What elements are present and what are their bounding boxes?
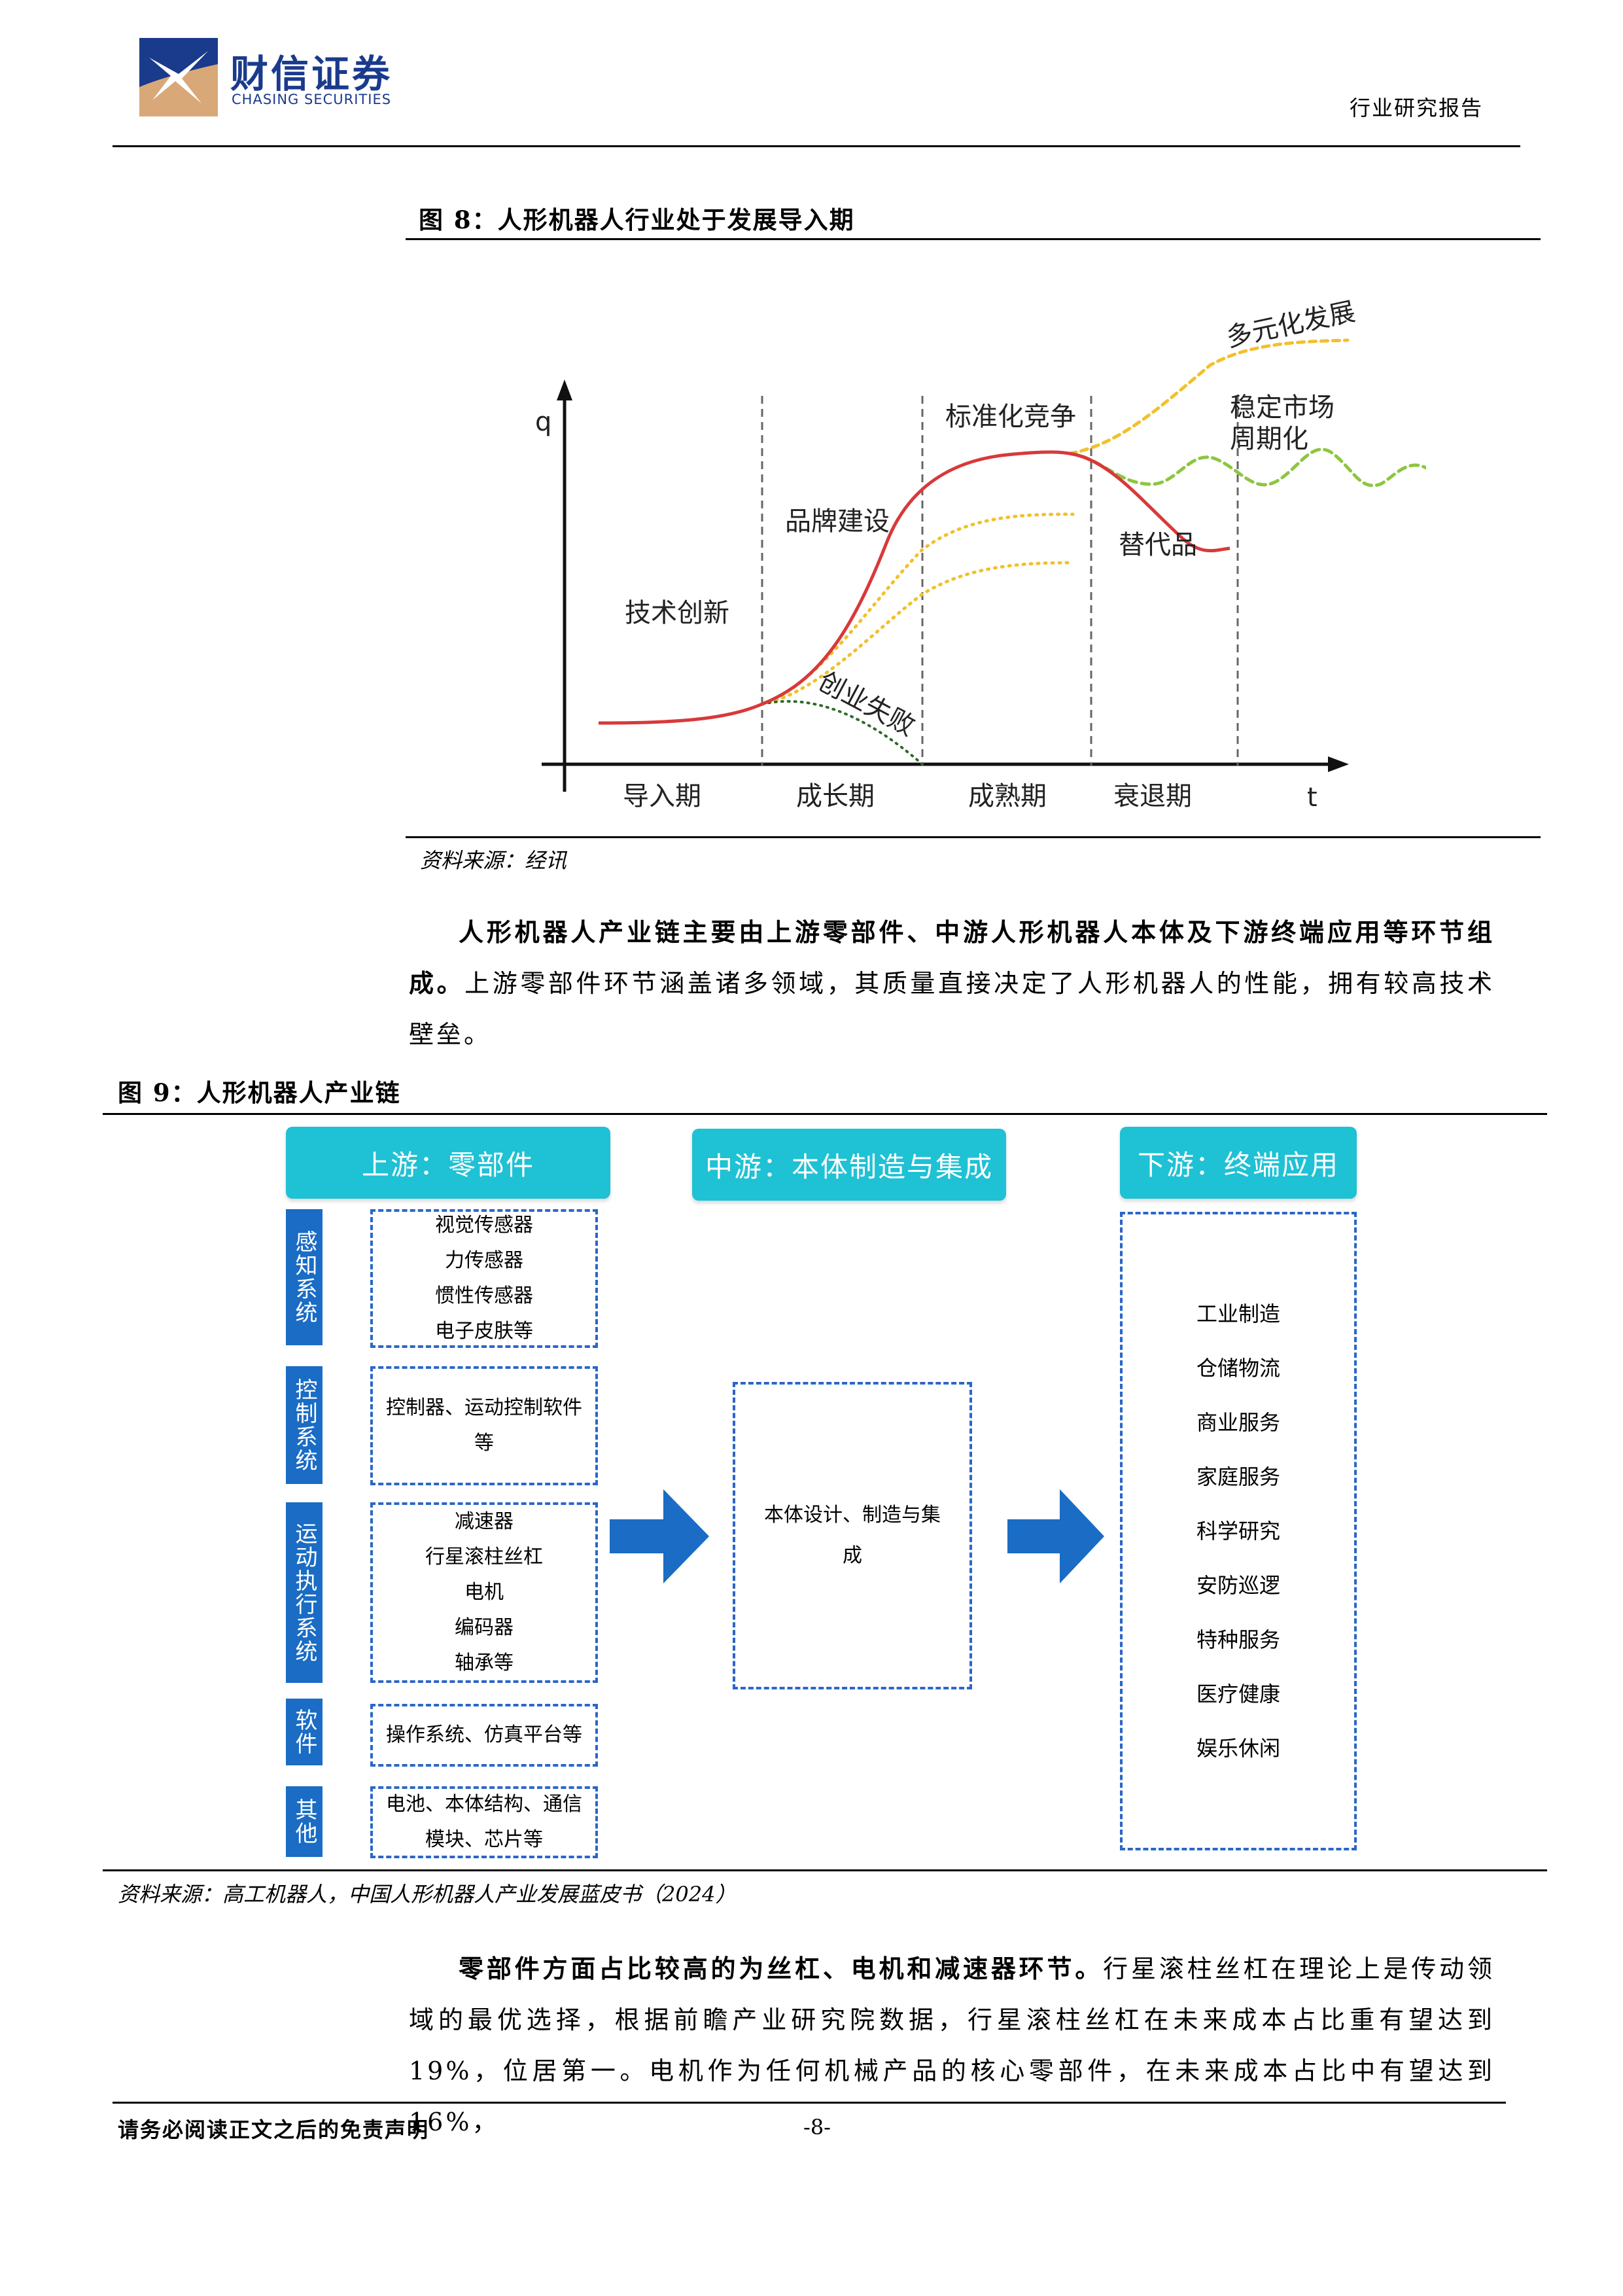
label-startup-failure: 创业失败 bbox=[813, 666, 920, 742]
item-controller-etc: 等 bbox=[474, 1432, 494, 1455]
midstream-content: 本体设计、制造与集 成 bbox=[733, 1382, 972, 1689]
x-axis-arrow bbox=[1328, 756, 1349, 772]
midstream-text-line1: 本体设计、制造与集 bbox=[764, 1504, 941, 1527]
logo-text-en: CHASING SECURITIES bbox=[232, 92, 392, 107]
y-axis-label: q bbox=[535, 407, 551, 437]
figure9-bottom-rule bbox=[103, 1869, 1547, 1871]
x-axis-label: t bbox=[1307, 783, 1318, 813]
company-logo bbox=[139, 38, 218, 116]
lifecycle-main-curve bbox=[598, 450, 1230, 725]
growth-branch-lower bbox=[760, 561, 1075, 706]
item-inertial-sensor: 惯性传感器 bbox=[435, 1284, 533, 1307]
diversification-curve bbox=[1068, 338, 1350, 455]
figure8-source: 资料来源：经讯 bbox=[420, 848, 567, 873]
app-entertainment: 娱乐休闲 bbox=[1196, 1735, 1280, 1761]
paragraph-2-body: 行星滚柱丝杠在理论上是传动领域的最优选择，根据前瞻产业研究院数据，行星滚柱丝杠在… bbox=[409, 1954, 1495, 2136]
paragraph-1: 人形机器人产业链主要由上游零部件、中游人形机器人本体及下游终端应用等环节组成。上… bbox=[409, 907, 1495, 1060]
label-cyclical: 周期化 bbox=[1230, 424, 1308, 454]
app-special-services: 特种服务 bbox=[1196, 1627, 1280, 1652]
app-security-patrol: 安防巡逻 bbox=[1196, 1572, 1280, 1598]
item-reducer: 减速器 bbox=[455, 1510, 514, 1533]
downstream-applications: 工业制造 仓储物流 商业服务 家庭服务 科学研究 安防巡逻 特种服务 医疗健康 … bbox=[1120, 1212, 1357, 1850]
paragraph-2: 零部件方面占比较高的为丝杠、电机和减速器环节。行星滚柱丝杠在理论上是传动领域的最… bbox=[409, 1943, 1495, 2147]
phase-label-intro: 导入期 bbox=[623, 781, 701, 811]
label-standardization: 标准化竞争 bbox=[945, 402, 1076, 432]
phase-label-growth: 成长期 bbox=[796, 781, 875, 811]
category-control: 控制系统 bbox=[286, 1366, 323, 1484]
item-os-simulation: 操作系统、仿真平台等 bbox=[386, 1723, 582, 1746]
category-software: 软件 bbox=[286, 1699, 323, 1765]
item-force-sensor: 力传感器 bbox=[445, 1249, 523, 1272]
item-module-chip: 模块、芯片等 bbox=[425, 1828, 543, 1851]
label-stable-market: 稳定市场 bbox=[1230, 393, 1335, 423]
category-motion-execution: 运动执行系统 bbox=[286, 1502, 323, 1683]
item-bearing: 轴承等 bbox=[455, 1651, 514, 1674]
figure8-title: 图 8：人形机器人行业处于发展导入期 bbox=[419, 205, 855, 234]
category-other-label: 其他 bbox=[291, 1798, 317, 1845]
paragraph-2-lead: 零部件方面占比较高的为丝杠、电机和减速器环节。 bbox=[459, 1954, 1104, 1983]
figure9-title: 图 9：人形机器人产业链 bbox=[118, 1078, 401, 1107]
footer-divider bbox=[113, 2102, 1506, 2104]
figure9-source: 资料来源：高工机器人，中国人形机器人产业发展蓝皮书（2024） bbox=[118, 1882, 737, 1907]
paragraph-1-lead: 人形机器人产业链主要由上游零部件、中游人形机器人本体及下游终端应用等环节组成。 bbox=[409, 917, 1495, 998]
item-vision-sensor: 视觉传感器 bbox=[435, 1214, 533, 1237]
category-perception: 感知系统 bbox=[286, 1209, 323, 1345]
header-divider bbox=[113, 145, 1520, 147]
category-control-label: 控制系统 bbox=[291, 1378, 317, 1472]
figure8-bottom-rule bbox=[406, 836, 1541, 838]
logo-text-cn: 财信证券 bbox=[230, 52, 393, 96]
app-household-services: 家庭服务 bbox=[1196, 1464, 1280, 1489]
perception-items: 视觉传感器 力传感器 惯性传感器 电子皮肤等 bbox=[370, 1209, 598, 1348]
disclaimer-notice: 请务必阅读正文之后的免责声明 bbox=[118, 2117, 430, 2142]
item-encoder: 编码器 bbox=[455, 1616, 514, 1639]
other-items: 电池、本体结构、通信 模块、芯片等 bbox=[370, 1786, 598, 1858]
category-motion-label: 运动执行系统 bbox=[291, 1522, 317, 1663]
upstream-header: 上游：零部件 bbox=[286, 1127, 610, 1199]
software-items: 操作系统、仿真平台等 bbox=[370, 1704, 598, 1767]
app-industrial-manufacturing: 工业制造 bbox=[1196, 1301, 1280, 1326]
cyclic-market-curve bbox=[1068, 448, 1426, 487]
industry-lifecycle-chart: q t 导入期 成长期 成熟期 衰退期 技术创新 品牌建设 标准化竞争 多元化发… bbox=[535, 296, 1426, 813]
paragraph-1-body: 上游零部件环节涵盖诸多领域，其质量直接决定了人形机器人的性能，拥有较高技术壁垒。 bbox=[409, 969, 1495, 1049]
category-other: 其他 bbox=[286, 1786, 323, 1857]
report-type: 行业研究报告 bbox=[1350, 96, 1484, 120]
category-software-label: 软件 bbox=[291, 1708, 317, 1756]
app-healthcare: 医疗健康 bbox=[1196, 1681, 1280, 1706]
midstream-header: 中游：本体制造与集成 bbox=[692, 1129, 1006, 1201]
midstream-text-line2: 成 bbox=[843, 1544, 862, 1567]
phase-label-decline: 衰退期 bbox=[1113, 781, 1192, 811]
app-warehouse-logistics: 仓储物流 bbox=[1196, 1355, 1280, 1381]
startup-failure-curve bbox=[761, 699, 924, 766]
item-motor: 电机 bbox=[464, 1581, 504, 1604]
figure9-top-rule bbox=[103, 1113, 1547, 1115]
label-brand-building: 品牌建设 bbox=[785, 506, 890, 537]
app-scientific-research: 科学研究 bbox=[1196, 1518, 1280, 1544]
figure8-top-rule bbox=[406, 238, 1541, 240]
label-tech-innovation: 技术创新 bbox=[625, 598, 729, 628]
item-roller-screw: 行星滚柱丝杠 bbox=[425, 1545, 543, 1568]
arrow-upstream-to-midstream bbox=[610, 1489, 709, 1583]
item-controller: 控制器、运动控制软件 bbox=[386, 1396, 582, 1419]
item-electronic-skin: 电子皮肤等 bbox=[435, 1320, 533, 1343]
arrow-midstream-to-downstream bbox=[1007, 1489, 1104, 1583]
page-number: -8- bbox=[803, 2115, 831, 2140]
app-commercial-services: 商业服务 bbox=[1196, 1409, 1280, 1435]
motion-items: 减速器 行星滚柱丝杠 电机 编码器 轴承等 bbox=[370, 1502, 598, 1683]
item-battery-structure: 电池、本体结构、通信 bbox=[386, 1793, 582, 1816]
control-items: 控制器、运动控制软件 等 bbox=[370, 1366, 598, 1485]
phase-label-maturity: 成熟期 bbox=[968, 781, 1047, 811]
y-axis-arrow bbox=[557, 380, 572, 400]
downstream-header: 下游：终端应用 bbox=[1120, 1127, 1357, 1199]
label-substitute: 替代品 bbox=[1119, 530, 1197, 560]
category-perception-label: 感知系统 bbox=[291, 1230, 317, 1324]
